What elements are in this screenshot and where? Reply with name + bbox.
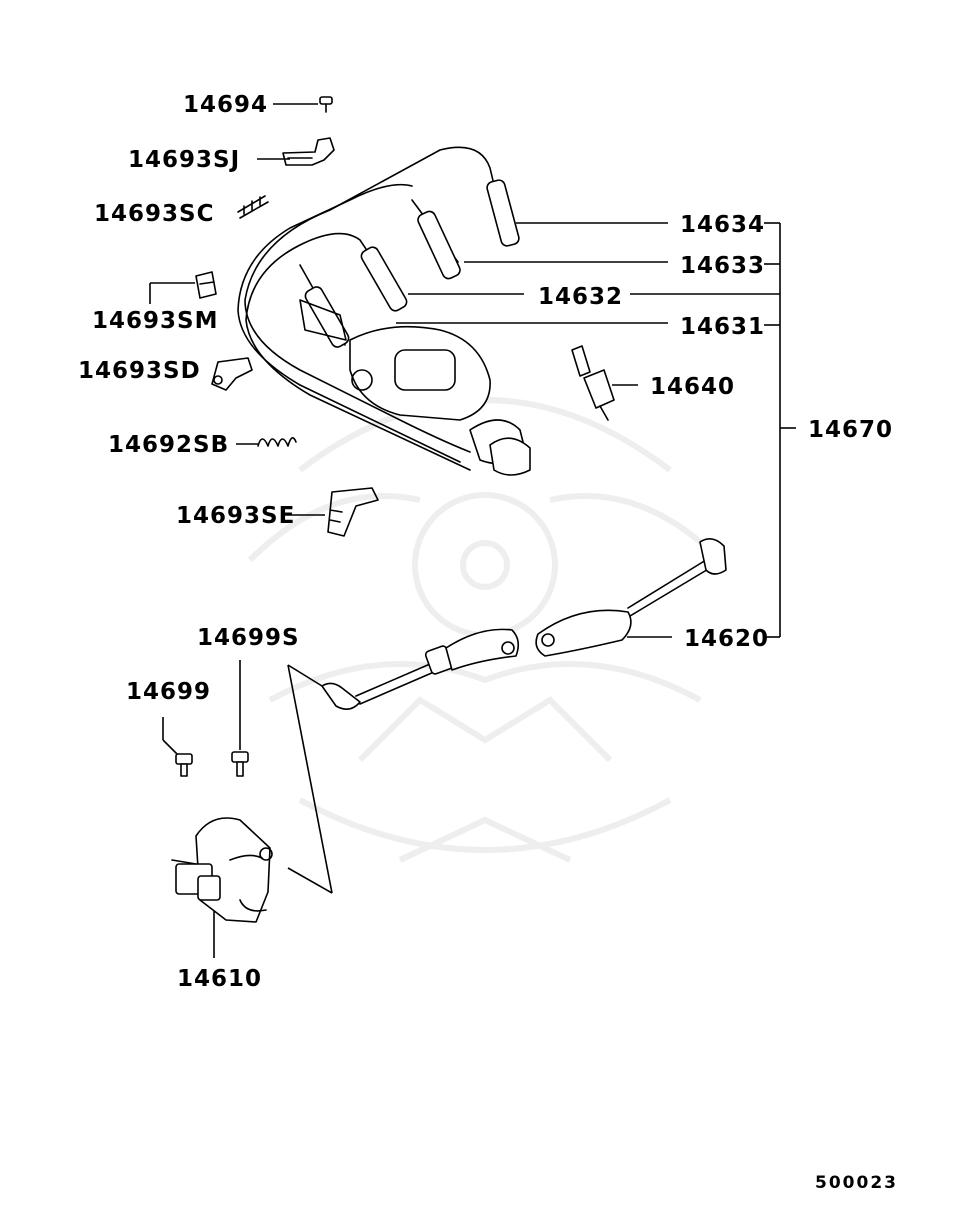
watermark-emblem bbox=[247, 397, 723, 863]
clamp-14693SM-part bbox=[195, 271, 217, 299]
leader-lines bbox=[149, 103, 796, 958]
label-14634: 14634 bbox=[680, 212, 765, 238]
label-14610: 14610 bbox=[177, 966, 262, 992]
bracket-14693SE-part bbox=[327, 487, 379, 537]
label-14640: 14640 bbox=[650, 374, 735, 400]
coil-lead-14620-part bbox=[321, 538, 727, 710]
spring-14692SB-part bbox=[257, 437, 297, 447]
clamp-14693SC-part bbox=[237, 195, 269, 219]
clamp-14693SD-part bbox=[211, 357, 253, 391]
label-14693SD: 14693SD bbox=[78, 358, 201, 384]
bracket-14693SJ-part bbox=[282, 137, 335, 166]
label-14633: 14633 bbox=[680, 253, 765, 279]
label-14693SJ: 14693SJ bbox=[128, 147, 240, 173]
ignition-coil-14610-part bbox=[171, 817, 273, 923]
diagram-code: 500023 bbox=[815, 1173, 898, 1193]
label-14692SB: 14692SB bbox=[108, 432, 229, 458]
label-14693SM: 14693SM bbox=[92, 308, 218, 334]
ignition-wire-set-part bbox=[237, 146, 531, 476]
label-14620: 14620 bbox=[684, 626, 769, 652]
label-14631: 14631 bbox=[680, 314, 765, 340]
label-14693SC: 14693SC bbox=[94, 201, 214, 227]
spark-plug-14640-part bbox=[571, 345, 615, 421]
bolt-14699S-part bbox=[231, 751, 249, 777]
bolt-14694-part bbox=[319, 96, 333, 113]
label-14699: 14699 bbox=[126, 679, 211, 705]
label-14670: 14670 bbox=[808, 417, 893, 443]
label-14693SE: 14693SE bbox=[176, 503, 295, 529]
distributor-part bbox=[299, 299, 491, 421]
bolt-14699-part bbox=[175, 753, 193, 777]
label-14699S: 14699S bbox=[197, 625, 300, 651]
label-14694: 14694 bbox=[183, 92, 268, 118]
label-14632: 14632 bbox=[538, 284, 623, 310]
